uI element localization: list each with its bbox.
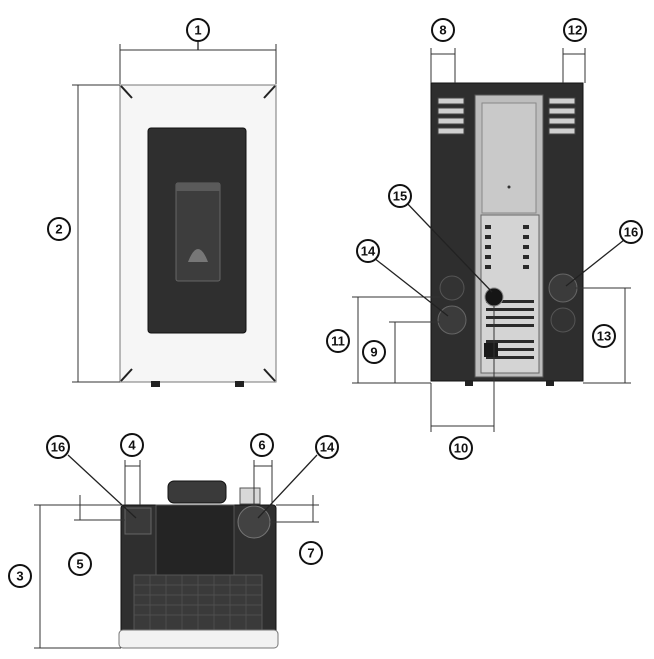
callout-7: 7 bbox=[299, 541, 323, 565]
callout-label: 7 bbox=[307, 546, 314, 561]
callout-label: 13 bbox=[597, 329, 611, 344]
callout-4: 4 bbox=[120, 433, 144, 457]
top-view bbox=[34, 454, 319, 649]
glass-door bbox=[175, 182, 221, 282]
leader-14 bbox=[373, 257, 449, 317]
back-power-socket bbox=[484, 343, 498, 357]
callout-label: 11 bbox=[331, 334, 345, 349]
frame-corner-mark bbox=[263, 368, 276, 382]
frame-corner-mark bbox=[120, 368, 133, 382]
callout-label: 9 bbox=[370, 345, 377, 360]
callout-8: 8 bbox=[431, 18, 455, 42]
callout-10: 10 bbox=[449, 436, 473, 460]
back-foot-left bbox=[465, 380, 473, 386]
callout-6: 6 bbox=[250, 433, 274, 457]
callout-label: 6 bbox=[258, 438, 265, 453]
callout-15: 15 bbox=[388, 184, 412, 208]
back-view bbox=[352, 48, 631, 432]
front-view bbox=[72, 42, 277, 387]
callout-2: 2 bbox=[47, 217, 71, 241]
callout-13: 13 bbox=[592, 324, 616, 348]
callout-16-top: 16 bbox=[46, 435, 70, 459]
callout-label: 1 bbox=[194, 23, 201, 38]
back-outlet-14 bbox=[437, 305, 467, 335]
callout-label: 10 bbox=[454, 441, 468, 456]
back-top-louvers bbox=[437, 97, 576, 135]
leader-15 bbox=[403, 199, 493, 293]
callout-14-back: 14 bbox=[356, 239, 380, 263]
back-outlet-14-upper bbox=[439, 275, 465, 301]
leader-16 bbox=[565, 239, 625, 287]
flame-icon bbox=[188, 249, 208, 262]
callout-12: 12 bbox=[563, 18, 587, 42]
callout-label: 2 bbox=[55, 222, 62, 237]
callout-label: 14 bbox=[361, 244, 376, 259]
callout-label: 8 bbox=[439, 23, 446, 38]
back-fan-15 bbox=[484, 287, 504, 307]
callout-1: 1 bbox=[186, 18, 210, 42]
callout-label: 15 bbox=[393, 189, 407, 204]
callout-label: 16 bbox=[624, 225, 638, 240]
front-foot-right bbox=[235, 381, 244, 387]
callout-label: 4 bbox=[128, 438, 136, 453]
top-front-edge bbox=[118, 629, 279, 649]
door-top-strip bbox=[176, 183, 220, 191]
top-rear-panel bbox=[155, 504, 235, 576]
callout-label: 14 bbox=[320, 440, 335, 455]
flue-cap bbox=[167, 480, 227, 504]
front-foot-left bbox=[151, 381, 160, 387]
callout-label: 16 bbox=[51, 440, 65, 455]
leader-16-top bbox=[67, 454, 137, 519]
callout-label: 3 bbox=[16, 569, 23, 584]
callout-3: 3 bbox=[8, 564, 32, 588]
back-outlet-16 bbox=[548, 273, 578, 303]
frame-corner-mark bbox=[263, 85, 276, 99]
connector-stub bbox=[239, 487, 261, 505]
callout-14-top: 14 bbox=[315, 435, 339, 459]
frame-corner-mark bbox=[120, 85, 133, 99]
leader-14-top bbox=[257, 454, 318, 519]
grille-pattern bbox=[134, 575, 262, 630]
callout-5: 5 bbox=[68, 552, 92, 576]
back-outlet-16-lower bbox=[550, 307, 576, 333]
callout-16-back: 16 bbox=[619, 220, 643, 244]
back-service-panel-top bbox=[481, 102, 537, 214]
callout-label: 5 bbox=[76, 557, 83, 572]
callout-label: 12 bbox=[568, 23, 582, 38]
callout-9: 9 bbox=[362, 340, 386, 364]
callout-11: 11 bbox=[326, 329, 350, 353]
back-panel-dot bbox=[507, 185, 511, 189]
vent-slots bbox=[485, 225, 534, 359]
back-foot-right bbox=[546, 380, 554, 386]
